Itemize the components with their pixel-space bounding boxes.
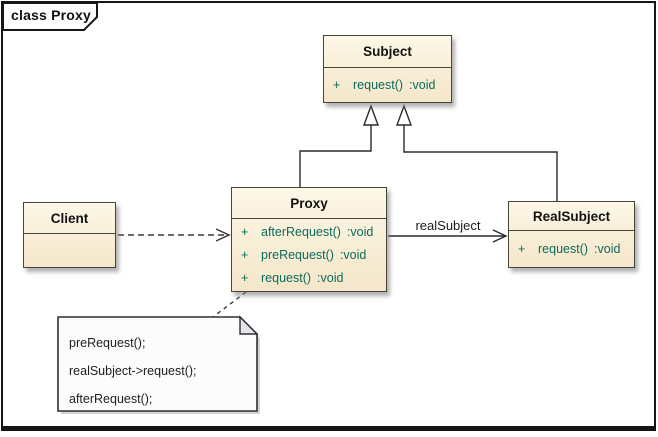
class-box-realsubject: RealSubject + request() :void <box>508 201 635 268</box>
visibility-symbol: + <box>333 77 341 92</box>
method-compartment: + request() :void <box>509 231 634 266</box>
visibility-symbol: + <box>241 247 249 262</box>
visibility-symbol: + <box>241 270 249 285</box>
class-title: RealSubject <box>509 202 634 231</box>
empty-compartment <box>24 234 115 267</box>
frame-title: class Proxy <box>11 7 92 23</box>
method-name: request() <box>261 270 312 285</box>
class-title: Client <box>24 203 115 234</box>
class-title: Subject <box>324 36 451 68</box>
method-compartment: + afterRequest() :void + preRequest() :v… <box>232 219 386 290</box>
class-box-proxy: Proxy + afterRequest() :void + preReques… <box>231 187 387 292</box>
method-row: + preRequest() :void <box>232 243 386 266</box>
method-compartment: + request() :void <box>324 68 451 101</box>
note-line: realSubject->request(); <box>69 364 197 378</box>
method-name: afterRequest() <box>261 224 341 239</box>
method-type: :void <box>346 224 374 239</box>
class-box-subject: Subject + request() :void <box>323 35 452 103</box>
class-box-client: Client <box>23 202 116 268</box>
method-type: :void <box>409 77 436 92</box>
note-line: preRequest(); <box>69 336 146 350</box>
note-line: afterRequest(); <box>69 392 153 406</box>
method-row: + request() :void <box>509 242 634 256</box>
association-label: realSubject <box>415 218 481 233</box>
method-type: :void <box>594 241 621 256</box>
method-type: :void <box>339 247 367 262</box>
method-type: :void <box>317 270 344 285</box>
visibility-symbol: + <box>518 241 526 256</box>
class-title: Proxy <box>232 188 386 219</box>
method-row: + request() :void <box>232 266 386 289</box>
visibility-symbol: + <box>241 224 249 239</box>
method-name: preRequest() <box>261 247 334 262</box>
note-text: preRequest(); realSubject->request(); af… <box>69 329 197 413</box>
method-name: request() <box>353 77 404 92</box>
method-row: + afterRequest() :void <box>232 220 386 243</box>
method-name: request() <box>538 241 589 256</box>
method-row: + request() :void <box>324 78 451 92</box>
